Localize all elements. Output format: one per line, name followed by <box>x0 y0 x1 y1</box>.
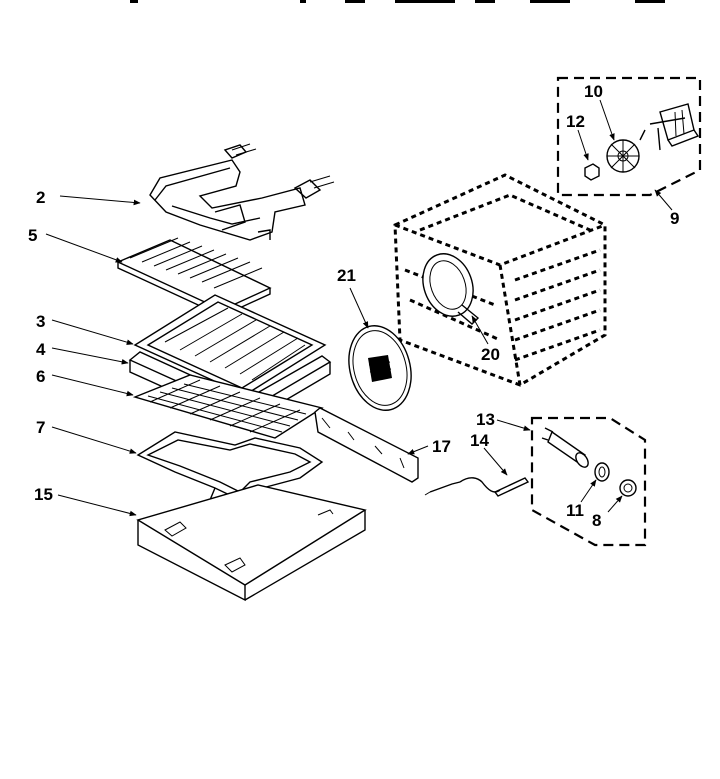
callout-6: 6 <box>36 367 45 386</box>
callout-14: 14 <box>470 431 489 450</box>
callout-4: 4 <box>36 340 46 359</box>
callout-8: 8 <box>592 511 601 530</box>
callout-7: 7 <box>36 418 45 437</box>
fan-shroud <box>422 253 480 325</box>
callout-15: 15 <box>34 485 53 504</box>
callout-3: 3 <box>36 312 45 331</box>
callout-5: 5 <box>28 226 37 245</box>
callout-2: 2 <box>36 188 45 207</box>
oven-rack <box>132 374 324 439</box>
callout-labels: 2 5 3 4 6 7 15 17 14 13 11 8 21 20 10 12… <box>28 82 679 530</box>
leader-lines <box>45 99 673 517</box>
callout-10: 10 <box>584 82 603 101</box>
broil-element <box>149 143 335 241</box>
callout-21: 21 <box>337 266 356 285</box>
broil-pan-grid-top <box>133 294 327 396</box>
temperature-probe <box>424 477 530 497</box>
fan-cover <box>348 325 412 411</box>
callout-9: 9 <box>670 209 679 228</box>
bottom-tray <box>136 484 367 602</box>
callout-11: 11 <box>566 501 584 520</box>
callout-17: 17 <box>432 437 451 456</box>
light-group <box>530 416 647 547</box>
callout-13: 13 <box>476 410 495 429</box>
callout-20: 20 <box>481 345 500 364</box>
bracket <box>314 407 419 483</box>
callout-12: 12 <box>566 112 585 131</box>
top-edge-remnants <box>130 0 665 3</box>
motor-group <box>556 76 702 197</box>
broil-pan-grid <box>116 237 272 317</box>
